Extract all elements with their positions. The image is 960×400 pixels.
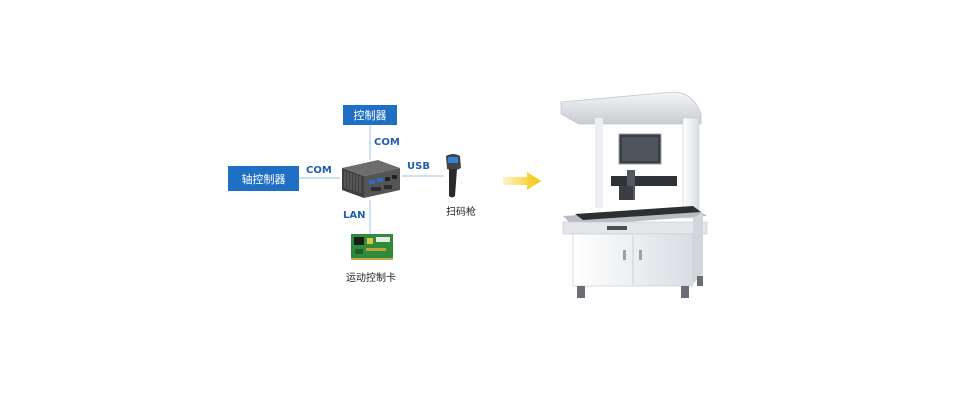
barcode-scanner-icon	[446, 154, 461, 198]
motion-control-card-icon	[351, 234, 393, 260]
controller-box: 控制器	[343, 105, 397, 125]
link-label-com-top: COM	[374, 137, 400, 148]
axis-controller-box: 轴控制器	[228, 166, 299, 191]
mini-pc-icon	[342, 160, 400, 198]
arrow-right-icon	[503, 172, 541, 190]
link-label-lan: LAN	[343, 210, 366, 221]
dispensing-machine-icon	[560, 91, 708, 298]
motion-card-caption: 运动控制卡	[346, 273, 396, 284]
scanner-caption: 扫码枪	[446, 207, 476, 218]
link-label-com-left: COM	[306, 165, 332, 176]
link-label-usb: USB	[407, 161, 430, 172]
